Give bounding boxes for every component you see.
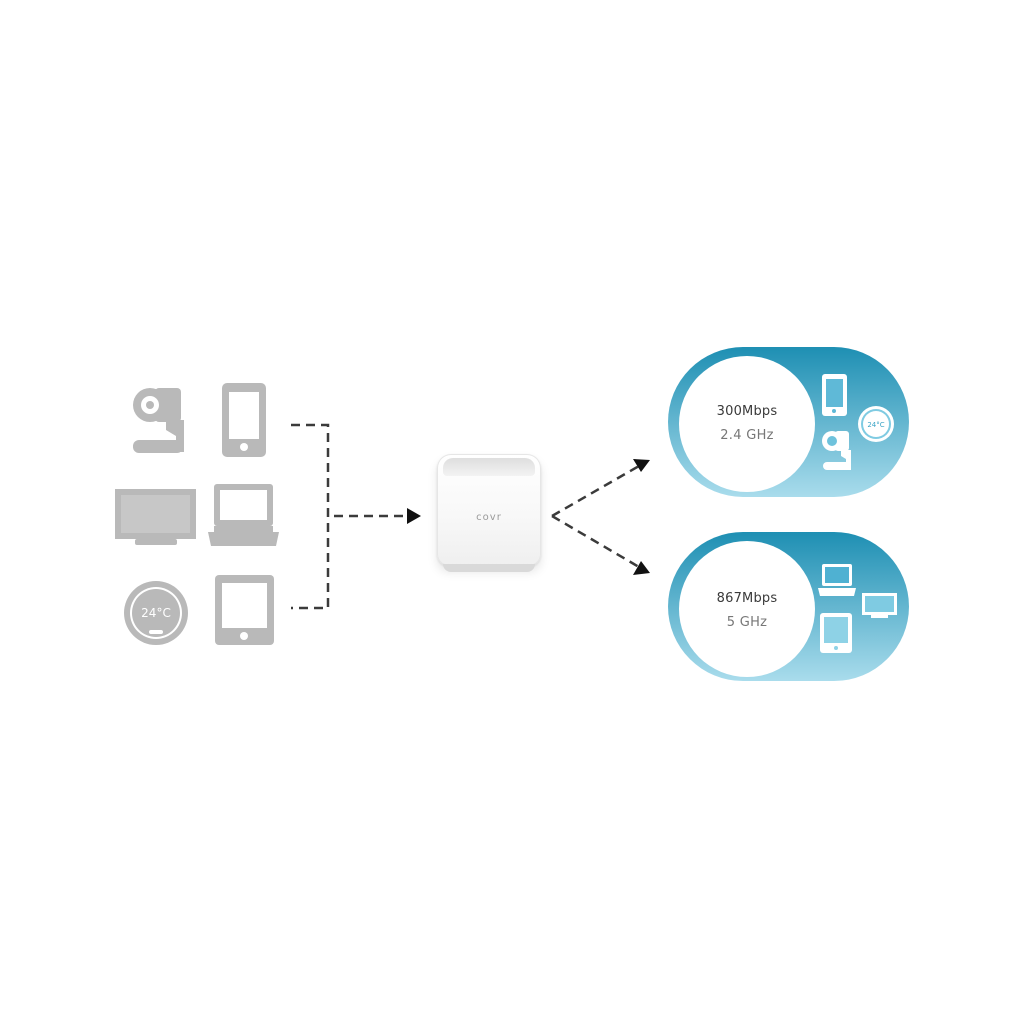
smartphone-icon — [222, 383, 266, 457]
webcam-icon — [133, 388, 184, 453]
band-pill-2-4ghz: 24°C — [668, 347, 909, 497]
tablet-icon — [820, 613, 852, 653]
router-logo: covr — [476, 512, 502, 523]
arrow-to-router — [407, 508, 421, 524]
band-frequency-2-4ghz: 2.4 GHz — [720, 428, 774, 443]
thermostat-temperature: 24°C — [141, 606, 171, 620]
thermostat-icon: 24°C — [124, 581, 188, 645]
tablet-icon — [215, 575, 274, 645]
covr-router: covr — [437, 454, 541, 572]
thermostat-temperature: 24°C — [867, 421, 884, 429]
band-pill-5ghz — [668, 532, 909, 681]
router-top — [443, 458, 535, 476]
laptop-icon — [818, 564, 856, 596]
connector-lines — [291, 423, 640, 610]
arrow-to-band-2-4 — [633, 459, 650, 472]
arrow-to-band-5 — [633, 561, 650, 575]
band-frequency-5ghz: 5 GHz — [726, 615, 768, 630]
tv-icon — [862, 593, 897, 618]
webcam-icon — [822, 431, 851, 470]
arrowheads — [407, 459, 650, 575]
laptop-icon — [208, 484, 279, 546]
thermostat-icon: 24°C — [858, 406, 894, 442]
router-base — [443, 564, 535, 572]
tv-icon — [115, 489, 196, 545]
smartphone-icon — [822, 374, 847, 416]
band-speed-5ghz: 867Mbps — [716, 591, 778, 606]
band-speed-2-4ghz: 300Mbps — [716, 404, 778, 419]
